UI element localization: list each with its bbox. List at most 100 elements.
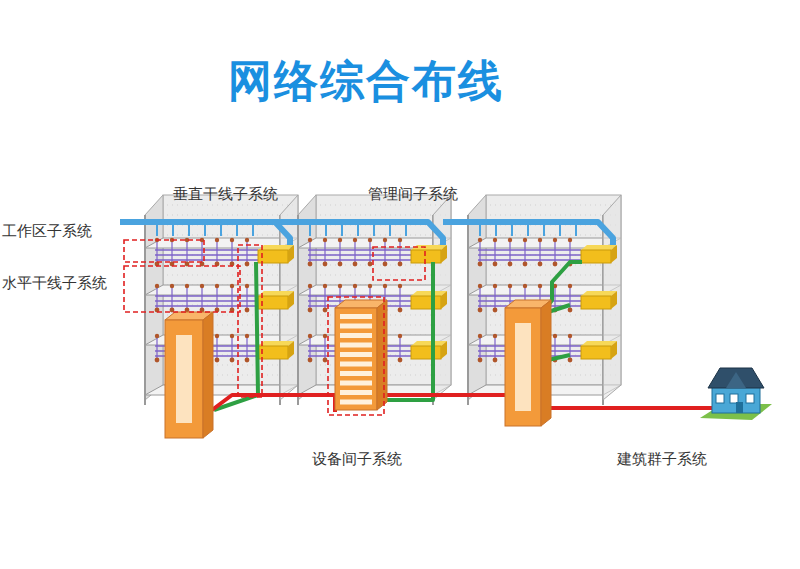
rack-cabinet: [505, 300, 551, 426]
drop-cable: [186, 240, 187, 262]
patch-box: [411, 250, 441, 263]
drop-cable: [494, 336, 495, 358]
drop-cable: [524, 240, 525, 262]
rack-slot: [340, 314, 372, 319]
ceiling-pipe: [120, 222, 290, 248]
outlet: [308, 308, 313, 313]
outlet: [493, 262, 498, 267]
drop-cable: [494, 240, 495, 262]
drop-cable: [171, 286, 172, 308]
outlet: [493, 308, 498, 313]
patch-box-side: [288, 291, 294, 309]
post: [297, 215, 299, 405]
rack-side: [377, 300, 387, 410]
outlet: [523, 262, 528, 267]
patch-box: [581, 250, 611, 263]
patch-box: [581, 296, 611, 309]
drop-cable: [384, 240, 385, 262]
patch-box-top: [411, 341, 447, 346]
drop-cable: [569, 240, 570, 262]
patch-box-side: [441, 245, 447, 263]
part-label: 工作区子系统: [2, 222, 92, 240]
backbone-cable: [214, 262, 258, 410]
outlet: [383, 262, 388, 267]
wall-texture: [167, 275, 294, 276]
part-label: 水平干线子系统: [2, 274, 107, 292]
patch-box-top: [258, 245, 294, 250]
drop-cable: [186, 286, 187, 308]
drop-cable: [309, 240, 310, 262]
drop-cable: [201, 286, 202, 308]
horizontal-cable: [155, 295, 258, 297]
patch-box-side: [441, 291, 447, 309]
drop-cable: [171, 240, 172, 262]
pipe-drop: [511, 224, 513, 236]
rack-side: [203, 312, 213, 438]
horizontal-cable: [478, 259, 581, 261]
outlet: [478, 262, 483, 267]
pipe-drop: [325, 224, 327, 236]
drop-cable: [231, 240, 232, 262]
outlet: [353, 262, 358, 267]
wall-texture: [490, 235, 617, 236]
pipe-drop: [357, 224, 359, 236]
drop-cable: [479, 336, 480, 358]
callout-box: [238, 245, 262, 397]
outlet: [368, 238, 372, 242]
drop-cable: [231, 336, 232, 358]
rack-slot: [340, 400, 372, 405]
outlet: [230, 358, 235, 363]
patch-box-side: [611, 341, 617, 359]
floor-slab: [468, 285, 621, 295]
outlet: [538, 238, 542, 242]
pipe-drop: [172, 224, 174, 236]
outlet: [215, 238, 219, 242]
house-window: [716, 394, 724, 403]
patch-box-top: [258, 341, 294, 346]
drop-cable: [246, 336, 247, 358]
patch-box: [411, 296, 441, 309]
outlet: [478, 334, 482, 338]
drop-cable: [246, 286, 247, 308]
outlet: [170, 284, 174, 288]
ceiling-pipe: [443, 222, 613, 248]
outlet: [155, 284, 159, 288]
pipe-drop: [389, 224, 391, 236]
rack-front: [165, 320, 203, 438]
outlet: [323, 284, 327, 288]
outlet: [398, 334, 402, 338]
outlet: [493, 238, 497, 242]
pipe-drop: [156, 224, 158, 236]
patch-box-top: [258, 291, 294, 296]
wall-texture: [320, 275, 447, 276]
house-window: [746, 394, 754, 403]
outlet: [215, 284, 219, 288]
horizontal-cable: [155, 249, 258, 251]
outlet: [398, 262, 403, 267]
pipe-drop: [188, 224, 190, 236]
outlet: [338, 284, 342, 288]
rack-slot: [340, 371, 372, 376]
post: [144, 215, 146, 405]
horizontal-cable: [155, 254, 258, 256]
outlet: [323, 308, 328, 313]
outlet: [383, 238, 387, 242]
drop-cable: [554, 286, 555, 308]
drop-cable: [494, 286, 495, 308]
diagram-title: 网络综合布线: [228, 52, 504, 111]
outlet: [478, 284, 482, 288]
outlet: [245, 358, 250, 363]
outlet: [245, 334, 249, 338]
outlet: [185, 284, 189, 288]
horizontal-cable: [478, 254, 581, 256]
horizontal-cable: [308, 295, 411, 297]
outlet: [230, 334, 234, 338]
pipe-drop: [204, 224, 206, 236]
pipe-drop: [309, 224, 311, 236]
house-icon: [700, 368, 772, 420]
rack-cabinet: [165, 312, 213, 438]
outlet: [568, 334, 572, 338]
drop-cable: [324, 336, 325, 358]
outlet: [538, 284, 542, 288]
callout-box: [373, 247, 425, 280]
